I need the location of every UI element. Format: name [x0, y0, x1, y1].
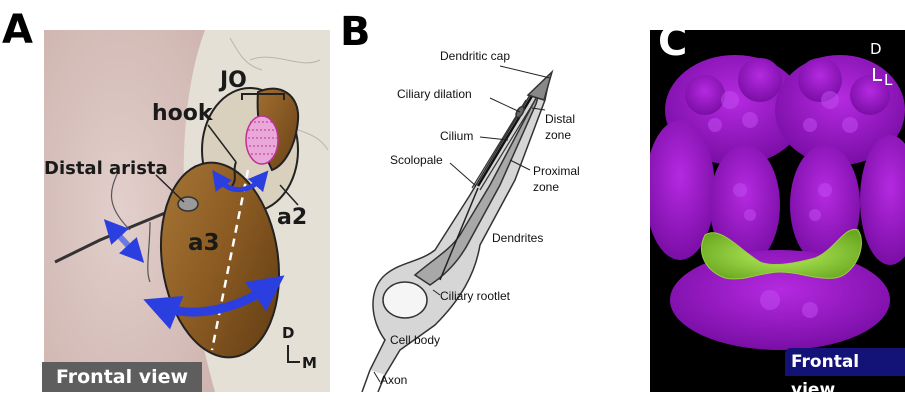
frontal-view-label-a: Frontal view: [42, 362, 202, 392]
axon-label: Axon: [380, 374, 407, 386]
distal-arista-label: Distal arista: [44, 160, 168, 178]
panel-b-letter: B: [340, 12, 371, 52]
cilium-label: Cilium: [440, 130, 473, 142]
scolopale-label: Scolopale: [390, 154, 443, 166]
brain-neuropil-image: [650, 0, 905, 392]
proximal-zone-label-1: Proximal: [533, 165, 580, 177]
proximal-zone-label-2: zone: [533, 181, 559, 193]
dendrites-label: Dendrites: [492, 232, 543, 244]
compass-m-label: M: [302, 356, 317, 371]
panel-c: C D L Frontal view: [650, 0, 905, 392]
frontal-view-label-c: Frontal view: [785, 348, 905, 376]
antenna-illustration: [0, 0, 330, 392]
compass-l-label-c: L: [884, 73, 892, 88]
distal-zone-label-2: zone: [545, 129, 571, 141]
jo-neurons: [246, 116, 278, 164]
compass-d-label-c: D: [870, 42, 882, 57]
dendritic-cap-label: Dendritic cap: [440, 50, 510, 62]
compass-d-label: D: [282, 326, 294, 341]
panel-b: B Dendritic cap Ciliary dilation Cilium …: [340, 0, 650, 392]
a2-label: a2: [277, 207, 307, 229]
distal-zone-label-1: Distal: [545, 113, 575, 125]
hook-label: hook: [152, 103, 213, 125]
a3-label: a3: [188, 232, 220, 255]
panel-c-letter: C: [658, 22, 687, 62]
panel-a-letter: A: [2, 10, 33, 50]
ciliary-dilation-label: Ciliary dilation: [397, 88, 472, 100]
ciliary-rootlet-label: Ciliary rootlet: [440, 290, 510, 302]
panel-a: A JO hook Distal arista a3 a2 D M Fronta…: [0, 0, 330, 392]
jo-label: JO: [220, 70, 247, 92]
cell-body-label: Cell body: [390, 334, 440, 346]
